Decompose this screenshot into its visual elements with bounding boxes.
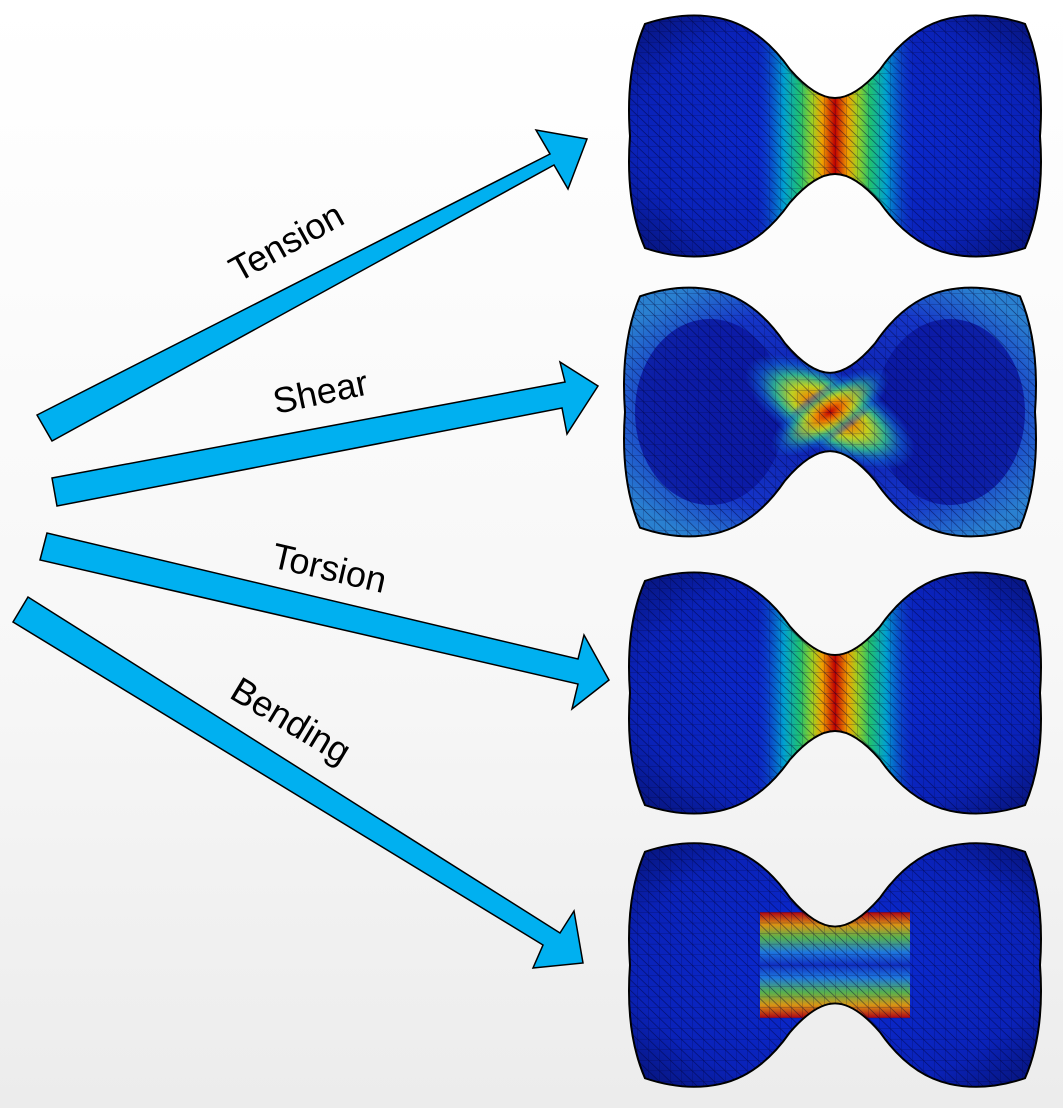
tension-arrow	[35, 128, 589, 443]
shear-label: Shear	[269, 362, 372, 422]
bending-arrow	[11, 595, 584, 969]
shear-specimen	[623, 286, 1037, 538]
arrow-group	[11, 128, 610, 969]
torsion-specimen	[628, 571, 1042, 815]
torsion-arrow	[39, 532, 610, 711]
tension-specimen	[628, 14, 1042, 258]
bending-specimen	[628, 842, 1042, 1088]
shear-arrow	[51, 360, 600, 507]
